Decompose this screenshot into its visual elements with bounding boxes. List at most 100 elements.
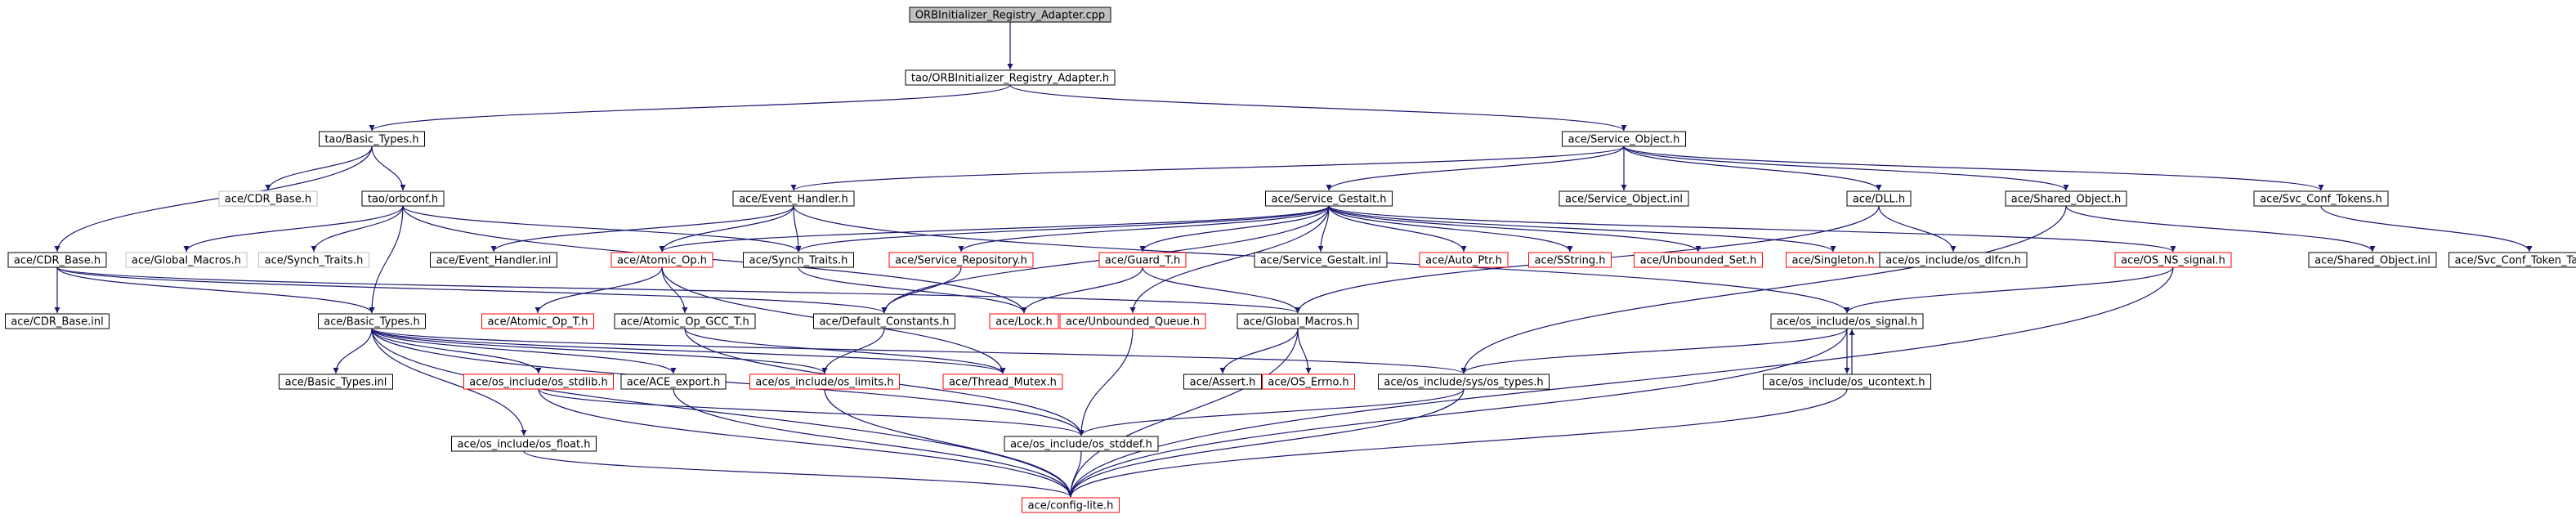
edge-ace-export-to-config-lite bbox=[673, 388, 1071, 498]
node-os-signal[interactable]: ace/os_include/os_signal.h bbox=[1770, 313, 1924, 329]
node-os-ucontext[interactable]: ace/os_include/os_ucontext.h bbox=[1763, 374, 1931, 390]
node-auto-ptr[interactable]: ace/Auto_Ptr.h bbox=[1419, 252, 1509, 268]
node-box bbox=[614, 313, 756, 329]
edge-tao-basic-types-to-cdr-base bbox=[56, 145, 373, 253]
node-default-constants[interactable]: ace/Default_Constants.h bbox=[813, 313, 955, 329]
node-orbconf[interactable]: tao/orbconf.h bbox=[361, 190, 445, 207]
edge-service-gestalt-to-auto-ptr bbox=[1328, 205, 1465, 253]
node-shared-object-inl[interactable]: ace/Shared_Object.inl bbox=[2308, 252, 2437, 268]
node-thread-mutex[interactable]: ace/Thread_Mutex.h bbox=[942, 374, 1063, 390]
edge-unbounded-queue-to-os-stddef bbox=[1080, 328, 1134, 436]
arrowhead bbox=[2063, 185, 2069, 190]
edge-os-stdlib-to-os-stddef bbox=[538, 388, 1082, 436]
node-os-dlfcn[interactable]: ace/os_include/os_dlfcn.h bbox=[1879, 252, 2028, 268]
node-adapter-h[interactable]: tao/ORBInitializer_Registry_Adapter.h bbox=[905, 69, 1116, 86]
arrowhead bbox=[400, 185, 406, 190]
node-sstring[interactable]: ace/SString.h bbox=[1528, 252, 1612, 268]
node-cdr-base[interactable]: ace/CDR_Base.h bbox=[7, 252, 107, 268]
node-label: ace/Assert.h bbox=[1190, 377, 1256, 389]
arrowhead bbox=[1621, 185, 1627, 190]
arrowhead bbox=[2369, 246, 2376, 252]
node-label: tao/Basic_Types.h bbox=[324, 134, 418, 146]
node-box bbox=[1419, 252, 1509, 268]
node-global-macros-gray[interactable]: ace/Global_Macros.h bbox=[125, 252, 248, 268]
node-label: ace/Thread_Mutex.h bbox=[949, 377, 1057, 389]
node-label: ace/Guard_T.h bbox=[1105, 255, 1180, 267]
edge-adapter-h-to-tao-basic-types bbox=[371, 84, 1011, 132]
edge-service-gestalt-to-guard-t bbox=[1142, 205, 1330, 253]
node-assert[interactable]: ace/Assert.h bbox=[1183, 374, 1262, 390]
node-dll[interactable]: ace/DLL.h bbox=[1846, 190, 1912, 207]
node-label: ace/Synch_Traits.h bbox=[749, 255, 848, 267]
node-os-ns-signal[interactable]: ace/OS_NS_signal.h bbox=[2114, 252, 2232, 268]
node-service-object[interactable]: ace/Service_Object.h bbox=[1562, 131, 1686, 147]
node-synch-traits[interactable]: ace/Synch_Traits.h bbox=[743, 252, 854, 268]
node-svc-conf-tokens[interactable]: ace/Svc_Conf_Tokens.h bbox=[2253, 190, 2389, 207]
arrowhead bbox=[795, 246, 802, 252]
arrowhead bbox=[183, 246, 190, 252]
node-label: ace/OS_Errno.h bbox=[1268, 377, 1348, 389]
arrowhead bbox=[1621, 125, 1627, 131]
node-label: ace/Svc_Conf_Token_Table.h bbox=[2455, 255, 2576, 267]
arrowhead bbox=[369, 307, 375, 313]
edge-service-gestalt-to-sstring bbox=[1328, 205, 1571, 253]
node-unbounded-set[interactable]: ace/Unbounded_Set.h bbox=[1634, 252, 1763, 268]
node-cdr-base-inl[interactable]: ace/CDR_Base.inl bbox=[5, 313, 110, 329]
node-service-object-inl[interactable]: ace/Service_Object.inl bbox=[1559, 190, 1689, 207]
arrowhead bbox=[1317, 246, 1324, 252]
node-service-gestalt[interactable]: ace/Service_Gestalt.h bbox=[1265, 190, 1393, 207]
node-event-handler-inl[interactable]: ace/Event_Handler.inl bbox=[430, 252, 557, 268]
node-label: ace/Lock.h bbox=[995, 316, 1053, 329]
edge-service-gestalt-to-atomic-op bbox=[661, 205, 1330, 253]
node-atomic-op[interactable]: ace/Atomic_Op.h bbox=[610, 252, 713, 268]
edge-guard-t-to-lock bbox=[1023, 266, 1143, 314]
arrowhead bbox=[1460, 246, 1467, 252]
edge-synch-traits-to-lock bbox=[798, 266, 1025, 314]
node-config-lite[interactable]: ace/config-lite.h bbox=[1022, 497, 1120, 513]
node-unbounded-queue[interactable]: ace/Unbounded_Queue.h bbox=[1059, 313, 1206, 329]
arrowhead bbox=[1460, 368, 1467, 374]
node-label: ace/Atomic_Op.h bbox=[617, 255, 707, 267]
edge-service-gestalt-to-service-repository bbox=[960, 205, 1330, 253]
edge-shared-object-to-shared-object-inl bbox=[2065, 205, 2373, 253]
arrowhead bbox=[1305, 368, 1312, 374]
node-guard-t[interactable]: ace/Guard_T.h bbox=[1098, 252, 1187, 268]
node-ace-basic-types[interactable]: ace/Basic_Types.h bbox=[318, 313, 426, 329]
node-singleton[interactable]: ace/Singleton.h bbox=[1786, 252, 1881, 268]
node-atomic-op-t[interactable]: ace/Atomic_Op_T.h bbox=[481, 313, 594, 329]
node-os-stddef[interactable]: ace/os_include/os_stddef.h bbox=[1004, 436, 1159, 452]
node-os-stdlib[interactable]: ace/os_include/os_stdlib.h bbox=[463, 374, 614, 390]
node-box bbox=[1183, 374, 1262, 390]
arrowhead bbox=[490, 246, 497, 252]
node-atomic-op-gcc[interactable]: ace/Atomic_Op_GCC_T.h bbox=[614, 313, 756, 329]
node-service-repository[interactable]: ace/Service_Repository.h bbox=[888, 252, 1034, 268]
node-box bbox=[732, 190, 855, 207]
node-sys-os-types[interactable]: ace/os_include/sys/os_types.h bbox=[1378, 374, 1550, 390]
node-tao-basic-types[interactable]: tao/Basic_Types.h bbox=[319, 131, 425, 147]
node-os-limits[interactable]: ace/os_include/os_limits.h bbox=[749, 374, 900, 390]
node-box bbox=[218, 190, 318, 207]
node-svc-conf-token-table[interactable]: ace/Svc_Conf_Token_Table.h bbox=[2449, 252, 2576, 268]
node-box bbox=[2253, 190, 2389, 207]
node-lock[interactable]: ace/Lock.h bbox=[989, 313, 1059, 329]
node-basic-types-inl[interactable]: ace/Basic_Types.inl bbox=[279, 374, 393, 390]
node-root[interactable]: ORBInitializer_Registry_Adapter.cpp bbox=[909, 7, 1111, 23]
node-cdr-base-gray[interactable]: ace/CDR_Base.h bbox=[218, 190, 318, 207]
node-label: ace/CDR_Base.h bbox=[14, 255, 101, 267]
node-label: ace/Service_Gestalt.h bbox=[1271, 194, 1386, 206]
node-service-gestalt-inl[interactable]: ace/Service_Gestalt.inl bbox=[1254, 252, 1388, 268]
node-global-macros[interactable]: ace/Global_Macros.h bbox=[1237, 313, 1359, 329]
node-ace-export[interactable]: ace/ACE_export.h bbox=[620, 374, 727, 390]
node-box bbox=[1634, 252, 1763, 268]
node-synch-traits-gray[interactable]: ace/Synch_Traits.h bbox=[258, 252, 369, 268]
node-event-handler[interactable]: ace/Event_Handler.h bbox=[732, 190, 855, 207]
edge-os-limits-to-config-lite bbox=[824, 388, 1071, 498]
arrowhead bbox=[2526, 246, 2533, 252]
arrowhead bbox=[1129, 307, 1136, 313]
node-box bbox=[942, 374, 1063, 390]
node-os-float[interactable]: ace/os_include/os_float.h bbox=[451, 436, 597, 452]
node-shared-object[interactable]: ace/Shared_Object.h bbox=[2005, 190, 2127, 207]
node-box bbox=[2449, 252, 2576, 268]
node-os-errno[interactable]: ace/OS_Errno.h bbox=[1262, 374, 1355, 390]
edge-adapter-h-to-service-object bbox=[1009, 84, 1625, 132]
